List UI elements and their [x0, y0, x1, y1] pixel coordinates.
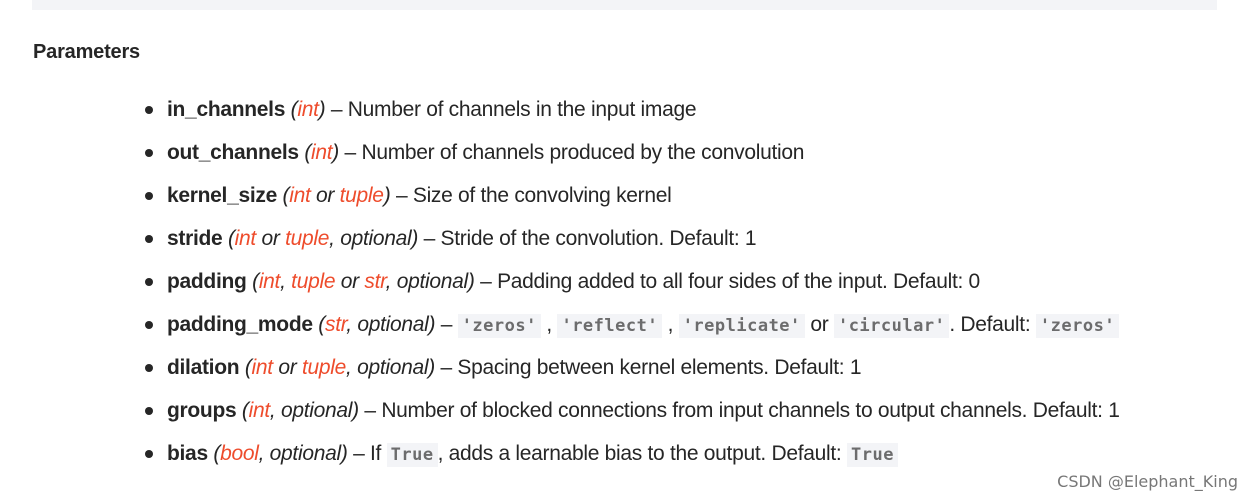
param-name: in_channels	[167, 98, 286, 121]
bullet-icon	[145, 192, 153, 200]
param-desc: Size of the convolving kernel	[412, 184, 672, 207]
param-type: (int, tuple or str, optional)	[252, 270, 475, 293]
type-link-tuple[interactable]: tuple	[285, 227, 330, 250]
type-link-int[interactable]: int	[297, 98, 319, 121]
type-optional: , optional	[258, 442, 342, 465]
param-bias: bias (bool, optional) – If True, adds a …	[142, 432, 1120, 475]
type-optional: , optional	[269, 399, 353, 422]
param-desc-mid: , adds a learnable bias to the output. D…	[437, 442, 842, 465]
bullet-icon	[145, 278, 153, 286]
param-name: padding_mode	[167, 313, 313, 336]
param-desc: Stride of the convolution. Default: 1	[440, 227, 757, 250]
param-desc-dash: –	[480, 270, 498, 293]
type-optional: , optional	[329, 227, 412, 250]
code-reflect: 'reflect'	[557, 314, 663, 338]
param-desc: Number of channels produced by the convo…	[361, 141, 805, 164]
param-groups: groups (int, optional) – Number of block…	[142, 389, 1120, 432]
type-separator: or	[335, 270, 365, 293]
bullet-icon	[145, 407, 153, 415]
param-type: (int or tuple, optional)	[244, 356, 435, 379]
type-optional: , optional	[346, 356, 429, 379]
type-optional: , optional	[346, 313, 429, 336]
code-zeros: 'zeros'	[457, 314, 541, 338]
param-name: kernel_size	[167, 184, 277, 207]
param-desc: Number of blocked connections from input…	[381, 399, 1120, 422]
param-desc-dash: –	[344, 141, 362, 164]
type-link-str[interactable]: str	[364, 270, 386, 293]
param-desc-dash: –	[395, 184, 413, 207]
param-stride: stride (int or tuple, optional) – Stride…	[142, 217, 1120, 260]
param-type: (int, optional)	[241, 399, 359, 422]
top-code-block-edge	[32, 0, 1217, 10]
type-link-int[interactable]: int	[289, 184, 311, 207]
type-link-int[interactable]: int	[311, 141, 333, 164]
param-desc-dash: –	[330, 98, 348, 121]
comma: ,	[540, 313, 558, 336]
param-type: (int)	[304, 141, 339, 164]
param-in-channels: in_channels (int) – Number of channels i…	[142, 88, 1120, 131]
code-replicate: 'replicate'	[678, 314, 805, 338]
param-name: stride	[167, 227, 223, 250]
type-separator: or	[310, 184, 340, 207]
type-link-int[interactable]: int	[248, 399, 271, 422]
param-type: (int or tuple)	[282, 184, 391, 207]
param-name: groups	[167, 399, 237, 422]
param-desc: Number of channels in the input image	[347, 98, 697, 121]
param-desc-dash: –	[353, 442, 370, 465]
param-desc-dash: –	[440, 356, 458, 379]
or-text: or	[810, 313, 829, 336]
bullet-icon	[145, 364, 153, 372]
param-padding: padding (int, tuple or str, optional) – …	[142, 260, 1120, 303]
param-name: out_channels	[167, 141, 299, 164]
param-desc-dash: –	[440, 313, 458, 336]
type-link-tuple[interactable]: tuple	[339, 184, 384, 207]
param-name: dilation	[167, 356, 240, 379]
bullet-icon	[145, 321, 153, 329]
default-label: . Default:	[949, 313, 1031, 336]
param-name: bias	[167, 442, 208, 465]
param-type: (int or tuple, optional)	[227, 227, 419, 250]
bullet-icon	[145, 450, 153, 458]
type-separator: or	[255, 227, 286, 250]
watermark-text: CSDN @Elephant_King	[1057, 472, 1238, 491]
param-kernel-size: kernel_size (int or tuple) – Size of the…	[142, 174, 1120, 217]
param-type: (bool, optional)	[213, 442, 348, 465]
type-separator: ,	[280, 270, 292, 293]
param-type: (int)	[290, 98, 326, 121]
code-default-true: True	[846, 443, 898, 467]
type-link-str[interactable]: str	[325, 313, 347, 336]
bullet-icon	[145, 235, 153, 243]
param-desc-dash: –	[423, 227, 441, 250]
type-link-int[interactable]: int	[258, 270, 281, 293]
bullet-icon	[145, 149, 153, 157]
type-link-bool[interactable]: bool	[220, 442, 259, 465]
param-type: (str, optional)	[318, 313, 436, 336]
code-circular: 'circular'	[833, 314, 950, 338]
param-desc-dash: –	[364, 399, 382, 422]
param-padding-mode: padding_mode (str, optional) – 'zeros' ,…	[142, 303, 1120, 346]
param-out-channels: out_channels (int) – Number of channels …	[142, 131, 1120, 174]
bullet-icon	[145, 106, 153, 114]
code-default-zeros: 'zeros'	[1035, 314, 1120, 338]
parameters-heading: Parameters	[33, 41, 140, 63]
type-link-int[interactable]: int	[251, 356, 274, 379]
type-optional: , optional	[385, 270, 469, 293]
code-true: True	[386, 443, 438, 467]
parameters-list: in_channels (int) – Number of channels i…	[142, 88, 1120, 475]
comma: ,	[662, 313, 679, 336]
param-desc-pre: If	[370, 442, 382, 465]
type-link-tuple[interactable]: tuple	[301, 356, 346, 379]
param-desc: Spacing between kernel elements. Default…	[457, 356, 862, 379]
type-link-tuple[interactable]: tuple	[291, 270, 336, 293]
param-desc: Padding added to all four sides of the i…	[497, 270, 980, 293]
type-separator: or	[272, 356, 302, 379]
type-link-int[interactable]: int	[234, 227, 257, 250]
param-name: padding	[167, 270, 247, 293]
param-dilation: dilation (int or tuple, optional) – Spac…	[142, 346, 1120, 389]
